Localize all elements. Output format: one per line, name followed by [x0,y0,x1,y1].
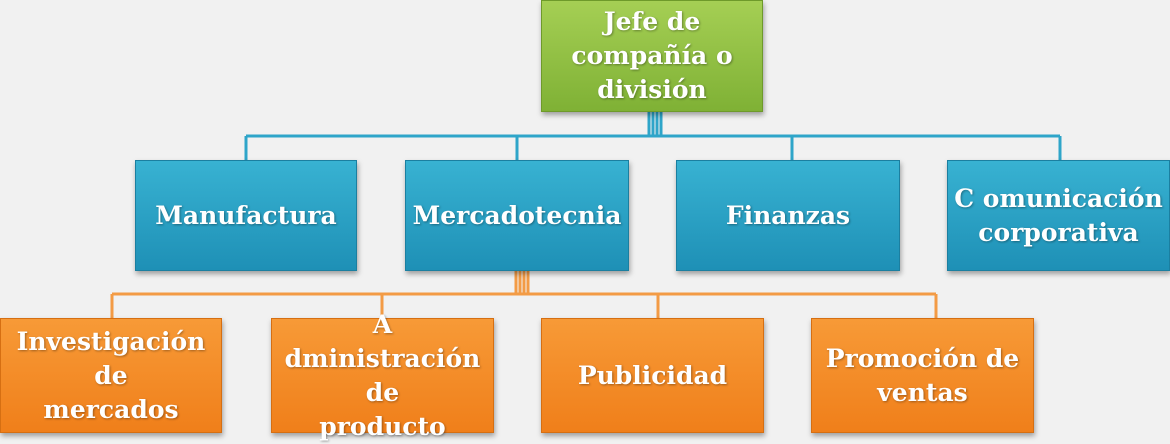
connector-top-stem [647,112,663,136]
node-mercadotecnia: Mercadotecnia [405,160,629,271]
node-manufactura: Manufactura [135,160,357,271]
connector-middle-drops [244,136,1062,160]
node-publicidad: Publicidad [541,318,764,433]
connector-bottom-drops [110,294,938,318]
connector-lines [110,112,1062,318]
node-finanzas: Finanzas [676,160,900,271]
node-comunicacion-corporativa: C omunicación corporativa [947,160,1170,271]
node-promocion-de-ventas: Promoción de ventas [811,318,1034,433]
node-administracion-de-producto: A dministración de producto [271,310,494,441]
node-jefe-de-compania: Jefe de compañía o división [541,0,763,112]
node-investigacion-de-mercados: Investigación de mercados [0,318,222,433]
connector-sub-stem [514,271,530,294]
